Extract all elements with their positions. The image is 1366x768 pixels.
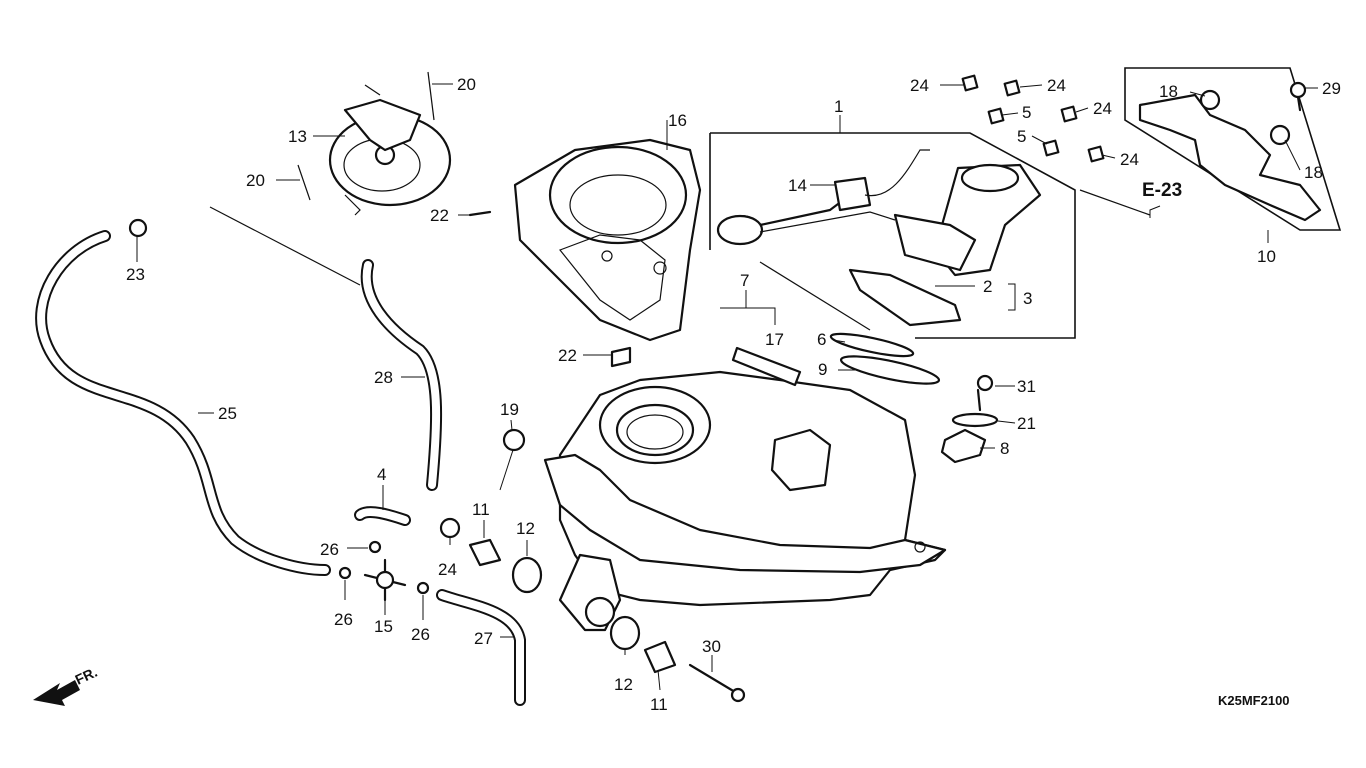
callout-30: 30	[702, 637, 721, 656]
reference-e23: E-23	[1142, 180, 1182, 201]
callout-18b: 18	[1304, 163, 1323, 182]
leader-lines	[136, 83, 1318, 691]
callout-18a: 18	[1159, 82, 1178, 101]
callout-26c: 26	[411, 625, 430, 644]
tank-upper-frame	[513, 138, 702, 342]
callout-8: 8	[1000, 439, 1009, 458]
bracket-cover	[1124, 67, 1342, 231]
fuel-cap-assembly	[297, 71, 452, 216]
callout-14: 14	[788, 176, 807, 195]
callout-5a: 5	[1022, 103, 1031, 122]
callout-19: 19	[500, 400, 519, 419]
callout-24d: 24	[1120, 150, 1139, 169]
callout-20b: 20	[246, 171, 265, 190]
callout-27: 27	[474, 629, 493, 648]
callout-4: 4	[377, 465, 386, 484]
callout-21: 21	[1017, 414, 1036, 433]
callout-22a: 22	[430, 206, 449, 225]
callouts: 1 2 3 4 5 5 6 7 8 9 10 11 11 12 12 13 14…	[126, 75, 1341, 714]
callout-2: 2	[983, 277, 992, 296]
callout-15: 15	[374, 617, 393, 636]
callout-12a: 12	[516, 519, 535, 538]
callout-29: 29	[1322, 79, 1341, 98]
seals-group	[731, 332, 999, 464]
callout-16: 16	[668, 111, 687, 130]
front-label: FR.	[73, 664, 100, 688]
fuel-tank	[543, 370, 947, 632]
callout-3: 3	[1023, 289, 1032, 308]
callout-10: 10	[1257, 247, 1276, 266]
callout-22b: 22	[558, 346, 577, 365]
callout-31: 31	[1017, 377, 1036, 396]
callout-5b: 5	[1017, 127, 1026, 146]
front-direction-indicator: FR.	[33, 664, 100, 706]
callout-20a: 20	[457, 75, 476, 94]
diagram-code: K25MF2100	[1218, 693, 1290, 708]
callout-13: 13	[288, 127, 307, 146]
callout-7: 7	[740, 271, 749, 290]
callout-11b: 11	[650, 695, 668, 714]
callout-9: 9	[818, 360, 827, 379]
callout-24a: 24	[910, 76, 929, 95]
fuel-pump-assembly	[709, 132, 1076, 339]
callout-11a: 11	[472, 500, 490, 519]
callout-28: 28	[374, 368, 393, 387]
callout-12b: 12	[614, 675, 633, 694]
callout-25: 25	[218, 404, 237, 423]
callout-24b: 24	[1047, 76, 1066, 95]
front-arrow-icon	[33, 680, 80, 706]
small-parts	[128, 74, 1105, 703]
callout-26b: 26	[334, 610, 353, 629]
callout-24e: 24	[438, 560, 457, 579]
callout-1: 1	[834, 97, 843, 116]
callout-23: 23	[126, 265, 145, 284]
callout-6: 6	[817, 330, 826, 349]
callout-24c: 24	[1093, 99, 1112, 118]
hoses	[35, 230, 526, 706]
callout-17: 17	[765, 330, 784, 349]
callout-26a: 26	[320, 540, 339, 559]
